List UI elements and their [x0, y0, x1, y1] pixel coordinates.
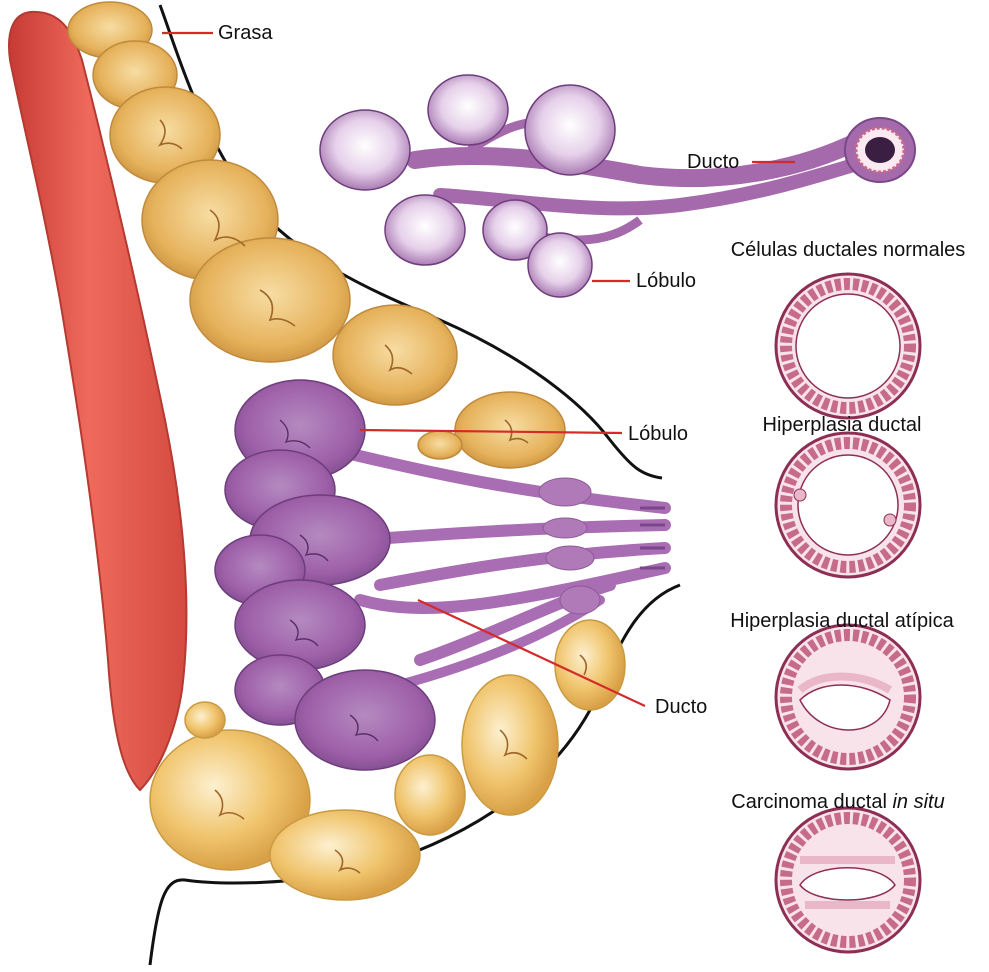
caption-normal-text: Células ductales normales — [731, 239, 966, 261]
label-duct-bottom: Ducto — [655, 697, 707, 717]
label-duct-top: Ducto — [687, 152, 739, 172]
cross-section-hyperplasia — [776, 433, 920, 577]
leader-line-lobule-mid — [360, 430, 622, 433]
magnified-lobules — [320, 75, 615, 297]
label-fat: Grasa — [218, 23, 272, 43]
caption-carcinoma-italic: in situ — [892, 791, 944, 813]
caption-atypical: Hiperplasia ductal atípica — [730, 611, 953, 631]
caption-hyperplasia: Hiperplasia ductal — [763, 415, 922, 435]
caption-hyperplasia-text: Hiperplasia ductal — [763, 414, 922, 436]
cross-section-carcinoma-in-situ — [776, 808, 920, 952]
label-lobule-mid: Lóbulo — [628, 424, 688, 444]
nipple-ducts-ends — [640, 508, 665, 568]
caption-atypical-text: Hiperplasia ductal atípica — [730, 610, 953, 632]
cross-section-atypical-hyperplasia — [776, 625, 920, 769]
cross-section-normal — [776, 274, 920, 418]
label-lobule-top: Lóbulo — [636, 271, 696, 291]
caption-normal: Células ductales normales — [731, 240, 966, 260]
caption-carcinoma-text: Carcinoma ductal — [731, 791, 892, 813]
caption-carcinoma: Carcinoma ductal in situ — [731, 792, 944, 812]
